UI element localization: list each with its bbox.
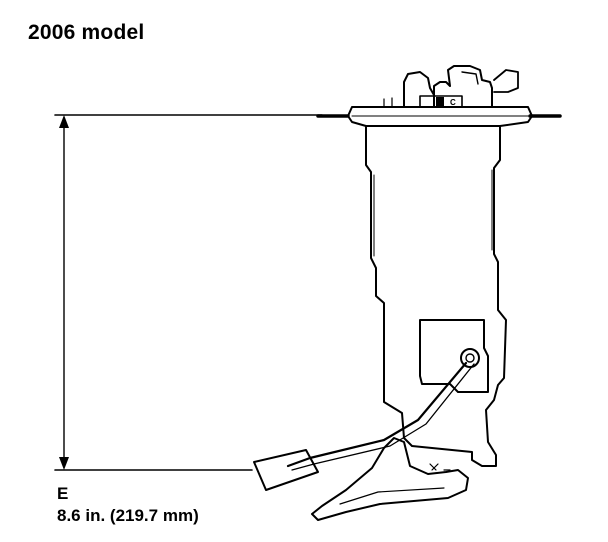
dimension-value: 8.6 in. (219.7 mm) bbox=[57, 506, 199, 525]
connector-label: C bbox=[450, 98, 456, 107]
dimension-letter: E bbox=[57, 484, 69, 503]
sender-housing bbox=[419, 319, 489, 393]
float-arm-pivot bbox=[460, 348, 480, 368]
diagram-title: 2006 model bbox=[28, 21, 145, 44]
pump-connector: C bbox=[383, 65, 519, 108]
pump-body bbox=[365, 125, 507, 467]
float-arm bbox=[286, 361, 475, 471]
pump-flange bbox=[316, 106, 562, 127]
body-detail bbox=[429, 463, 451, 471]
dimension-line bbox=[59, 115, 69, 470]
strainer-inner-line bbox=[339, 487, 445, 505]
fuel-strainer bbox=[311, 437, 469, 521]
fuel-level-float bbox=[253, 449, 319, 491]
